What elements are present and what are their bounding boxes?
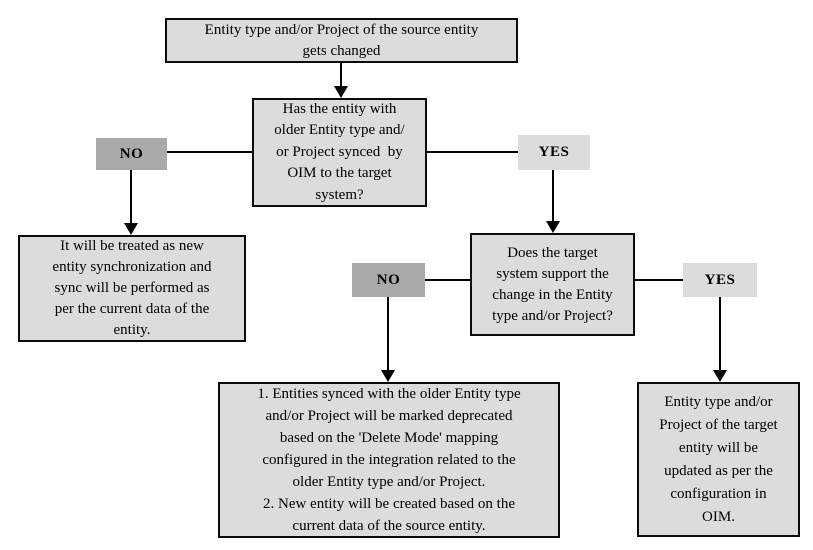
arrow-down-icon: [713, 370, 727, 382]
connector-start-to-decision1: [340, 63, 342, 87]
arrow-down-icon: [124, 223, 138, 235]
result-node-new-entity-sync: It will be treated as new entity synchro…: [18, 235, 246, 342]
branch-label-no-1: NO: [96, 138, 167, 170]
connector-decision2-to-yes2: [635, 279, 683, 281]
branch-label-yes-1: YES: [518, 135, 590, 170]
branch-label-no-2: NO: [352, 263, 425, 297]
arrow-down-icon: [334, 86, 348, 98]
connector-no2-to-decision2: [425, 279, 470, 281]
decision-node-target-supports-change: Does the target system support the chang…: [470, 233, 635, 336]
start-node-source-entity-changed: Entity type and/or Project of the source…: [165, 18, 518, 63]
branch-label-yes-2: YES: [683, 263, 757, 297]
arrow-down-icon: [546, 221, 560, 233]
connector-no1-to-result-left: [130, 170, 132, 224]
connector-no1-to-decision1: [167, 151, 252, 153]
result-node-update-target-entity: Entity type and/or Project of the target…: [637, 382, 800, 537]
result-node-deprecate-and-create: 1. Entities synced with the older Entity…: [218, 382, 560, 538]
connector-no2-to-result-mid: [387, 297, 389, 371]
arrow-down-icon: [381, 370, 395, 382]
decision-node-synced-by-oim: Has the entity with older Entity type an…: [252, 98, 427, 207]
connector-yes1-to-decision2: [552, 170, 554, 222]
connector-yes2-to-result-right: [719, 297, 721, 371]
connector-decision1-to-yes1: [427, 151, 518, 153]
